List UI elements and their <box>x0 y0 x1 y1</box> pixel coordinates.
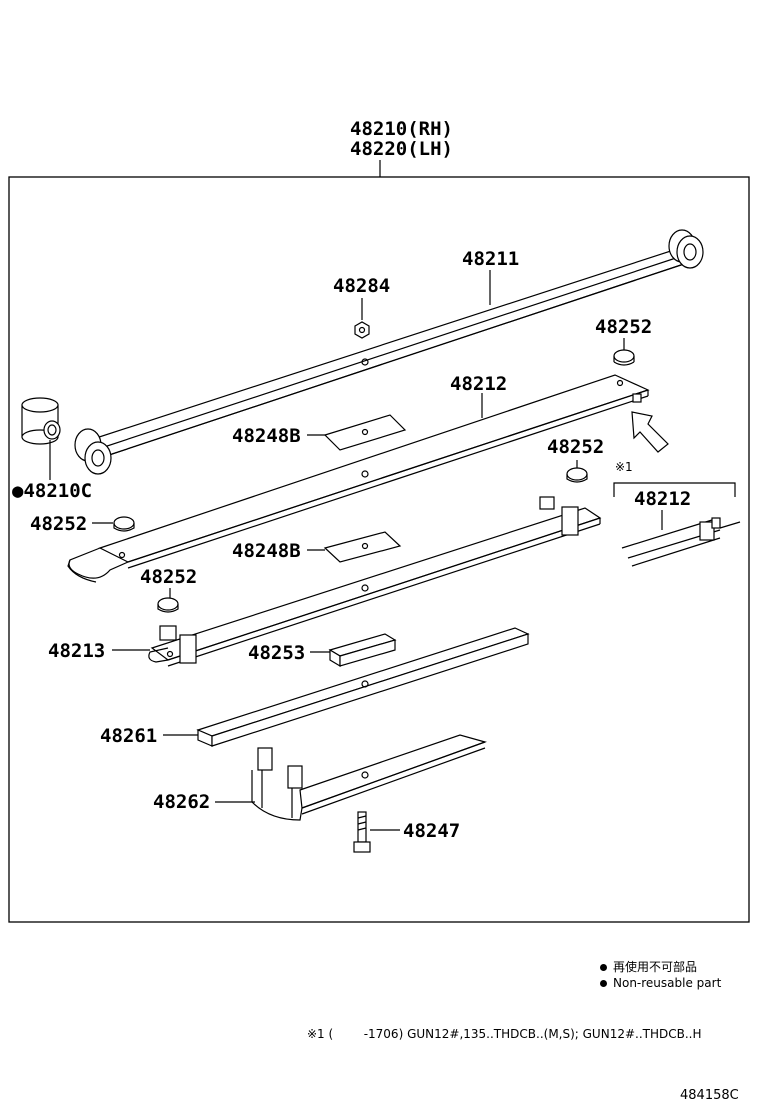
legend-en: Non-reusable part <box>600 976 721 990</box>
leaf-48213 <box>148 496 602 667</box>
part-label-48247: 48247 <box>403 820 460 842</box>
main-leaf-48211 <box>74 229 704 475</box>
part-label-48284: 48284 <box>333 275 390 297</box>
view-arrow-icon <box>631 411 669 453</box>
part-label-48261: 48261 <box>100 725 157 747</box>
part-label-48212: 48212 <box>450 373 507 395</box>
part-label-48248b-a: 48248B <box>232 425 301 447</box>
assembly-label-rh: 48210(RH) <box>350 118 453 140</box>
diagram-code: 484158C <box>680 1088 739 1103</box>
legend-en-text: Non-reusable part <box>613 976 722 990</box>
inset-part-label-48212: 48212 <box>634 488 691 510</box>
bolt-icon-48247 <box>353 811 371 853</box>
part-label-48210c: ●48210C <box>12 480 92 502</box>
part-label-48248b-b: 48248B <box>232 540 301 562</box>
applicability-footnote: ※1 ( -1706) GUN12#,135..THDCB..(M,S); GU… <box>307 1027 702 1041</box>
block-48253 <box>328 633 397 668</box>
pad-48261 <box>196 627 530 747</box>
nut-icon-48284 <box>354 321 370 339</box>
spacer-icon-48252-a <box>613 349 635 363</box>
inset-mark: ※1 <box>615 460 633 474</box>
inset-leaf-48212 <box>621 517 741 567</box>
spacer-icon-48252-b <box>113 516 135 530</box>
legend-jp-text: 再使用不可部品 <box>613 960 698 974</box>
spacer-icon-48252-c <box>566 467 588 481</box>
part-label-48252-a: 48252 <box>595 316 652 338</box>
part-label-48252-c: 48252 <box>547 436 604 458</box>
leaf-48212 <box>67 374 650 583</box>
retainer-48262 <box>251 734 487 821</box>
diagram-frame <box>8 176 750 923</box>
part-label-48213: 48213 <box>48 640 105 662</box>
part-label-48262: 48262 <box>153 791 210 813</box>
inset-bracket <box>613 482 736 497</box>
plate-48248b-a <box>323 414 407 451</box>
spacer-icon-48252-d <box>157 597 179 611</box>
part-label-48253: 48253 <box>248 642 305 664</box>
part-label-48252-b: 48252 <box>30 513 87 535</box>
bullet-icon <box>600 980 607 987</box>
legend-jp: 再使用不可部品 <box>600 958 697 975</box>
assembly-label-lh: 48220(LH) <box>350 138 453 160</box>
part-label-48211: 48211 <box>462 248 519 270</box>
bushing-48210c <box>21 397 61 445</box>
part-label-48252-d: 48252 <box>140 566 197 588</box>
bullet-icon <box>600 964 607 971</box>
